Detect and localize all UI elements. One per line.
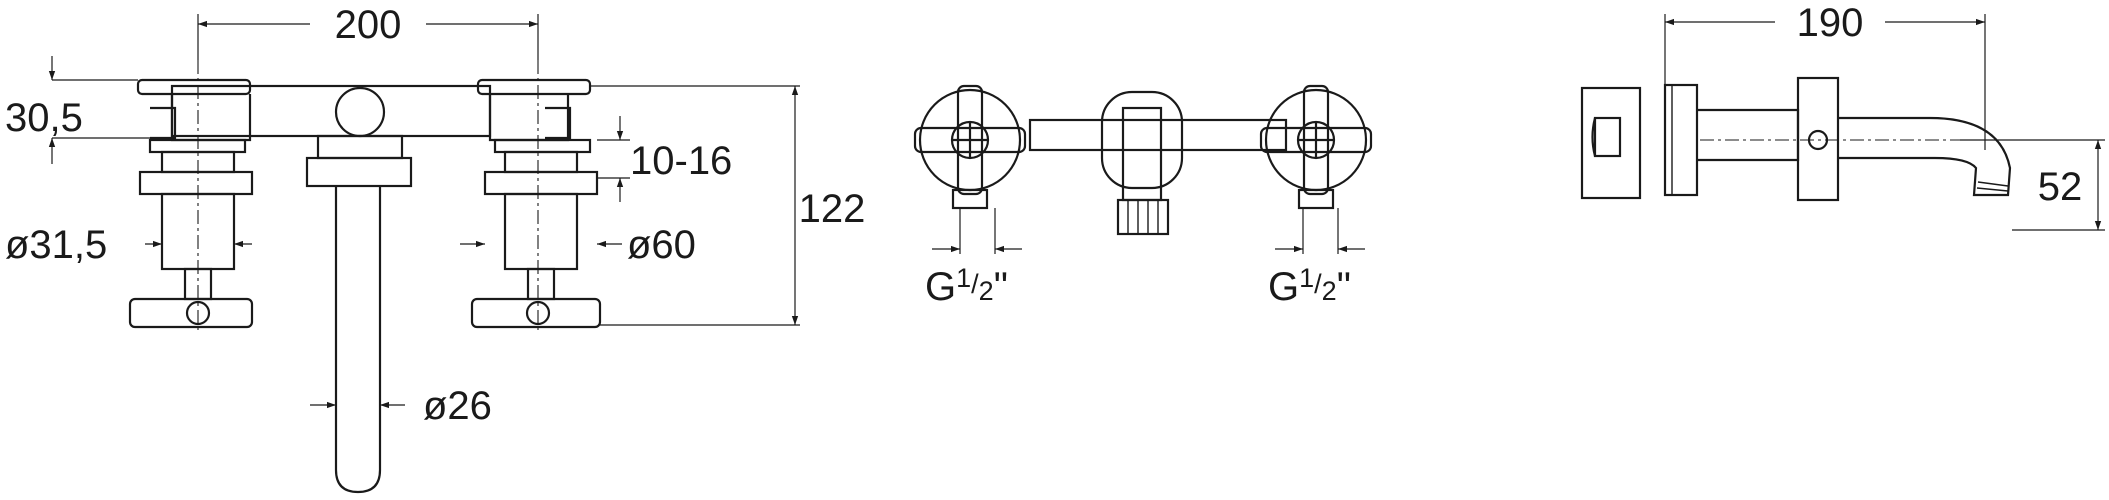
- height-dimension-label: 122: [799, 187, 866, 231]
- spout-diameter-label: ø26: [423, 384, 492, 428]
- body-diameter-label: ø31,5: [5, 223, 107, 267]
- thread-size-left-label: G1/2": [925, 263, 1008, 309]
- rosette-diameter-label: ø60: [627, 223, 696, 267]
- thread-size-right-label: G1/2": [1268, 263, 1351, 309]
- side-view: 190 52: [1580, 1, 2105, 231]
- spout-height-label: 52: [2038, 165, 2083, 209]
- handle-height-label: 30,5: [5, 96, 83, 140]
- rear-view: G1/2" G1/2": [913, 84, 1373, 309]
- projection-dimension-label: 190: [1797, 1, 1864, 45]
- wall-range-label: 10-16: [630, 139, 732, 183]
- width-dimension-label: 200: [335, 3, 402, 47]
- front-view: 200 122 30,5 10-16 ø31,5 ø60 ø26: [5, 3, 866, 494]
